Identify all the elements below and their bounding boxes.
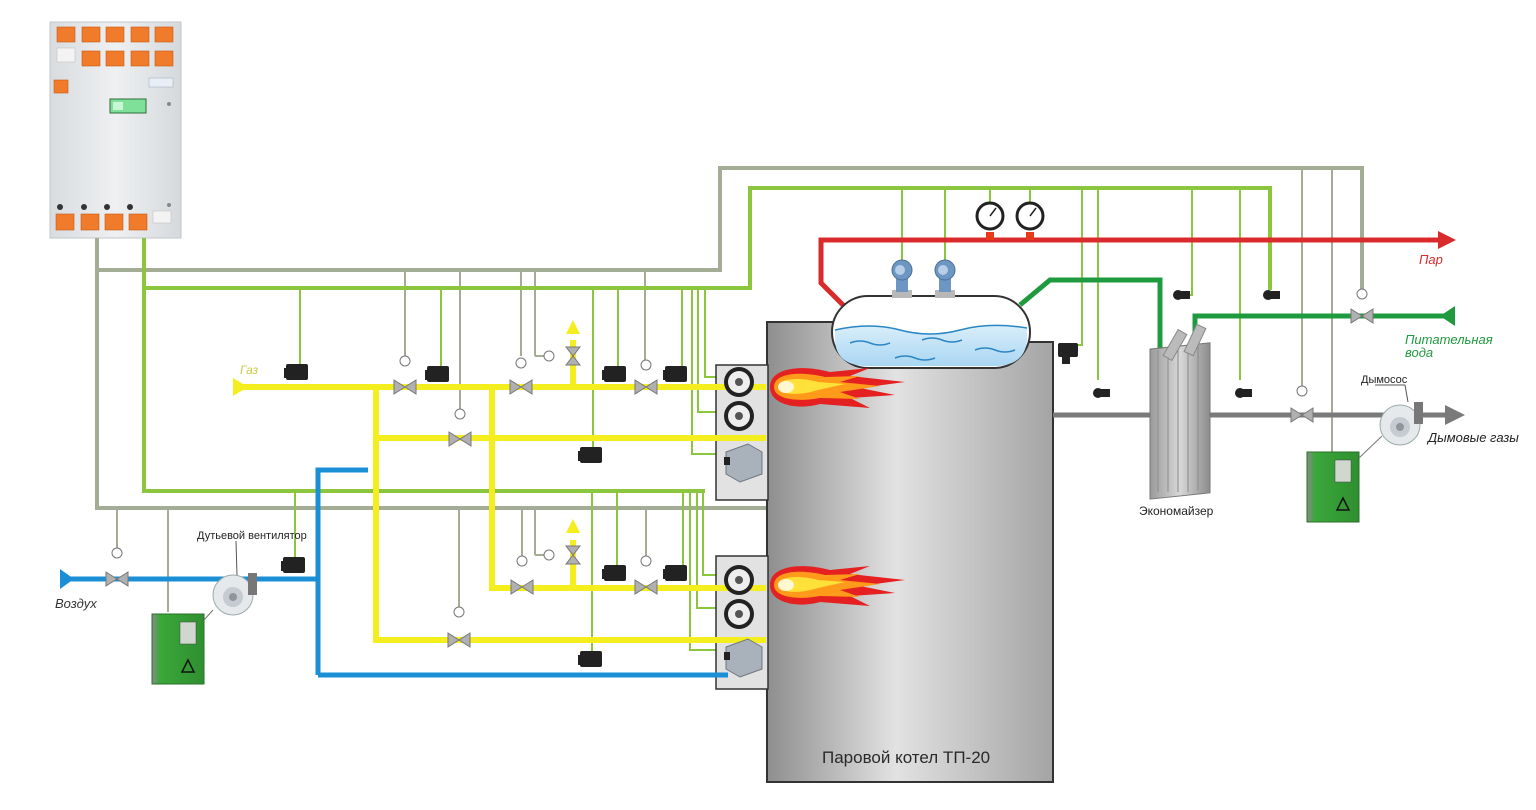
valve <box>543 346 582 366</box>
pressure-switch <box>602 366 626 382</box>
economizer-label: Экономайзер <box>1139 504 1214 518</box>
pressure-switch <box>602 565 626 581</box>
feedwater-inlet-arrow <box>1440 306 1455 326</box>
steam-drum <box>831 295 1031 369</box>
valve <box>448 408 472 447</box>
smoke-exhauster-label: Дымосос <box>1361 374 1408 386</box>
steam-line <box>818 237 1440 307</box>
burner-valve-dial <box>724 401 754 431</box>
pressure-switch <box>663 366 687 382</box>
valve <box>1350 288 1374 324</box>
steam-outlet-arrow <box>1438 231 1456 249</box>
valve <box>543 545 582 565</box>
signal-lines-green <box>142 186 1272 493</box>
gas-inlet-arrow <box>233 378 248 396</box>
valve <box>393 355 417 395</box>
valve <box>634 555 658 595</box>
temperature-sensor <box>1235 388 1252 398</box>
pressure-gauge <box>975 201 1005 231</box>
valve <box>447 606 471 648</box>
temperature-sensor <box>1263 290 1280 300</box>
cabinet-top-modules <box>53 26 174 94</box>
ignition-unit <box>724 638 763 678</box>
pressure-switch <box>663 565 687 581</box>
frequency-drive <box>1306 435 1383 523</box>
pressure-switch <box>425 366 449 382</box>
cabinet-switches <box>57 204 133 210</box>
air-label: Воздух <box>55 596 97 611</box>
steam-label: Пар <box>1419 252 1443 267</box>
sensors <box>281 290 1280 667</box>
flame-upper <box>770 368 905 408</box>
burner-valve-dial <box>724 367 754 397</box>
level-transmitter <box>934 259 956 298</box>
pressure-switch <box>281 557 305 573</box>
blower-fan <box>212 540 257 616</box>
pressure-switch <box>1058 343 1078 364</box>
pressure-switch <box>578 447 602 463</box>
gas-lines <box>240 340 766 643</box>
economizer <box>1149 323 1211 500</box>
burner-valve-dial <box>724 565 754 595</box>
temperature-sensor <box>1173 290 1190 300</box>
pressure-switch <box>284 364 308 380</box>
air-inlet-arrow <box>60 569 74 589</box>
gas-vent-arrow-lower <box>566 519 580 533</box>
control-cabinet <box>49 21 182 239</box>
valve <box>510 555 534 595</box>
temperature-sensor <box>1093 388 1110 398</box>
flame-lower <box>770 566 905 606</box>
ignition-unit <box>724 443 763 483</box>
smoke-exhauster-fan <box>1375 384 1423 446</box>
feedwater-label-line1: Питательная <box>1405 332 1493 347</box>
flue-gases-label: Дымовые газы <box>1426 430 1519 445</box>
valve <box>634 359 658 395</box>
valves <box>105 288 1374 648</box>
feedwater-label-line2: вода <box>1405 345 1433 360</box>
frequency-drive <box>151 609 214 685</box>
gas-label: Газ <box>240 363 259 377</box>
cabinet-bottom-modules <box>55 213 148 231</box>
pressure-switch <box>578 651 602 667</box>
pressure-gauge <box>1015 201 1045 231</box>
valve <box>509 357 533 395</box>
boiler-title: Паровой котел ТП-20 <box>822 748 990 767</box>
blower-fan-label: Дутьевой вентилятор <box>197 530 307 542</box>
valve <box>105 547 129 587</box>
gas-vent-arrow-upper <box>566 320 580 334</box>
flue-gas-outlet-arrow <box>1445 405 1465 425</box>
valve <box>1290 385 1314 423</box>
level-transmitter <box>891 259 913 298</box>
burner-valve-dial <box>724 599 754 629</box>
